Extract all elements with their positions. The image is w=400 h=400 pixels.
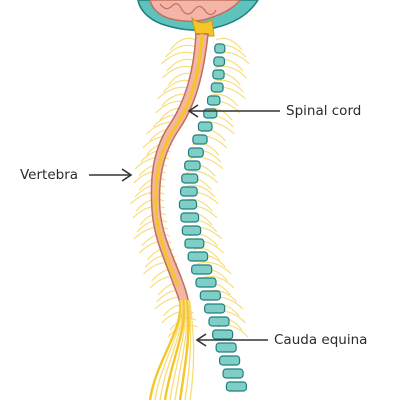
nerve-root — [166, 58, 196, 72]
vertebra — [204, 303, 226, 314]
nerve-root — [135, 198, 165, 212]
brainstem — [191, 16, 215, 37]
vertebra — [197, 121, 213, 132]
cauda-equina-strand — [184, 299, 192, 400]
nerve-root — [130, 191, 165, 205]
nerve-root — [139, 240, 172, 254]
vertebra — [184, 238, 205, 249]
nerve-root — [136, 219, 168, 233]
nerve-root — [134, 156, 170, 170]
vertebra — [206, 95, 221, 106]
vertebra — [181, 173, 199, 184]
vertebra — [199, 290, 221, 301]
brain — [137, 0, 259, 37]
cauda-equina-strand — [159, 299, 184, 400]
vertebra — [212, 69, 225, 80]
nerve-root — [213, 79, 244, 93]
vertebra — [184, 160, 201, 171]
vertebra — [187, 251, 209, 262]
vertebra — [180, 212, 200, 223]
nerve-root — [197, 261, 232, 275]
nerve-root — [134, 184, 166, 198]
vertebra — [180, 186, 198, 197]
nerve-root — [185, 170, 219, 184]
spinal-cord-centerline — [154, 33, 204, 287]
vertebra — [192, 134, 208, 145]
vertebra — [215, 342, 237, 353]
vertebra — [178, 199, 198, 210]
cauda-equina-strand — [163, 299, 186, 400]
vertebra — [210, 82, 224, 93]
vertebra-label: Vertebra — [20, 167, 79, 183]
cauda-equina-label: Cauda equina — [274, 332, 368, 348]
vertebral-column — [178, 43, 247, 392]
nerve-root — [165, 44, 196, 58]
nerve-root — [209, 93, 239, 107]
brain-gyri — [159, 3, 217, 16]
vertebra — [181, 225, 202, 236]
vertebra — [191, 264, 213, 275]
nerve-root — [184, 184, 216, 198]
vertebra-arrow — [89, 168, 133, 182]
nerve-root — [201, 275, 235, 289]
vertebra — [213, 56, 226, 67]
cauda-equina-strand — [148, 299, 182, 400]
vertebra — [222, 368, 244, 379]
vertebra — [225, 381, 247, 392]
cauda-equina-strand — [169, 299, 187, 400]
spinal-cord — [150, 33, 209, 319]
spinal-cord-label: Spinal cord — [286, 103, 362, 119]
cauda-equina-strand — [154, 299, 183, 400]
vertebra — [212, 329, 234, 340]
cauda-equina-strands — [148, 299, 195, 400]
spinal-cord-arrow — [187, 104, 280, 118]
nerve-root — [193, 247, 220, 261]
cauda-equina-strand — [174, 299, 188, 400]
nerve-root — [132, 205, 166, 219]
nerve-root — [188, 156, 224, 170]
nerve-root — [133, 170, 166, 184]
vertebra — [195, 277, 217, 288]
cauda-equina-strand — [178, 299, 190, 400]
nerve-root — [169, 37, 197, 51]
nerve-root — [160, 51, 196, 65]
cauda-equina-strand — [188, 299, 195, 400]
nerve-root — [214, 65, 247, 79]
nerve-root — [215, 37, 243, 51]
nerve-root — [133, 226, 169, 240]
vertebra — [187, 147, 204, 158]
cauda-equina-arrow — [195, 333, 268, 347]
vertebra — [219, 355, 241, 366]
vertebra — [214, 43, 226, 54]
vertebra — [208, 316, 230, 327]
